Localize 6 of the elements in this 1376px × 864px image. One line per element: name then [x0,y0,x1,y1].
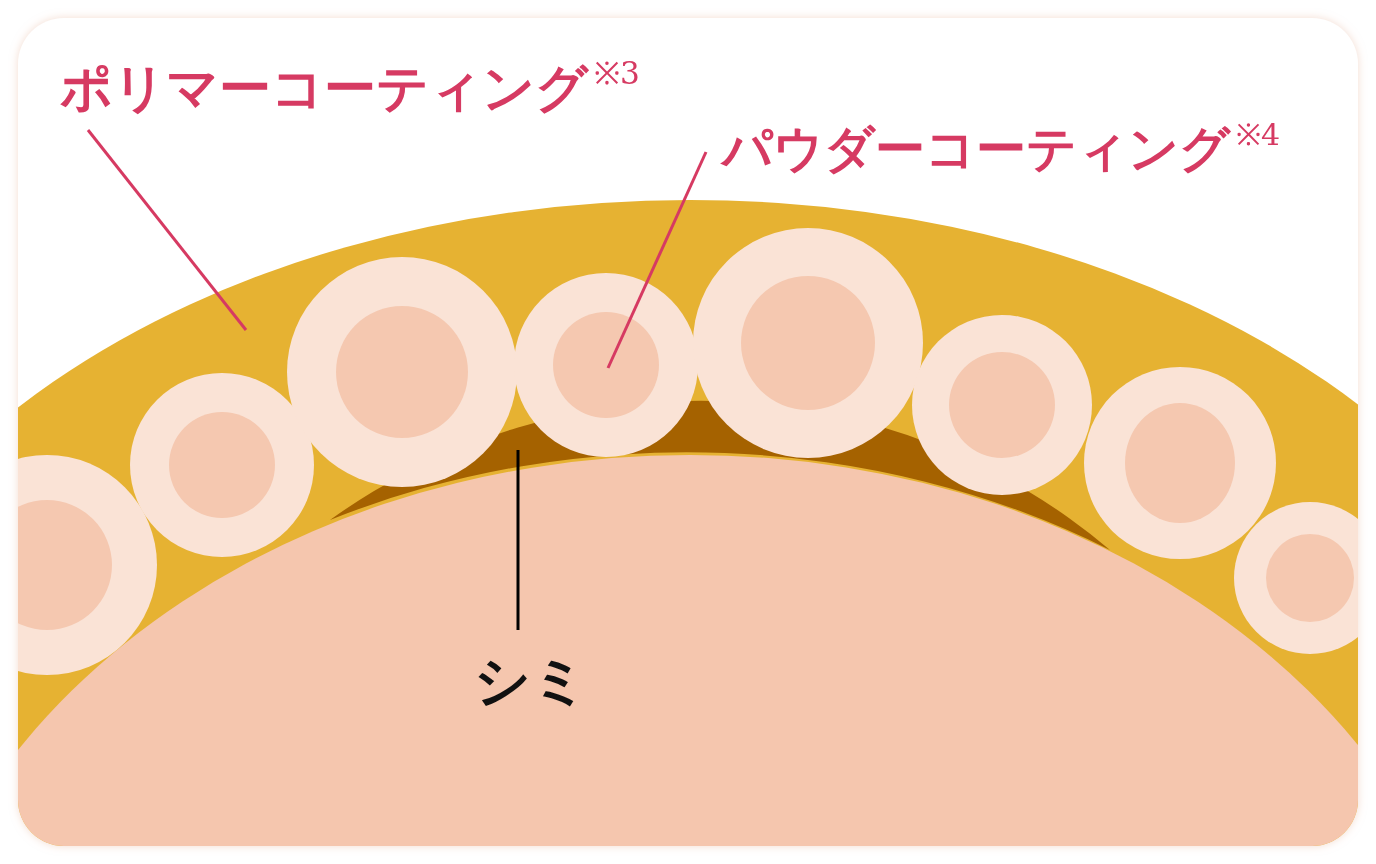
leader-line [606,151,708,369]
callout-label: シミ [474,652,588,708]
callout-label: パウダーコーティング$^{※4}$ [722,120,1281,174]
callout-label: ポリマーコーティング$^{※3}$ [60,58,640,114]
leader-line [86,129,248,331]
leader-line [516,450,520,630]
